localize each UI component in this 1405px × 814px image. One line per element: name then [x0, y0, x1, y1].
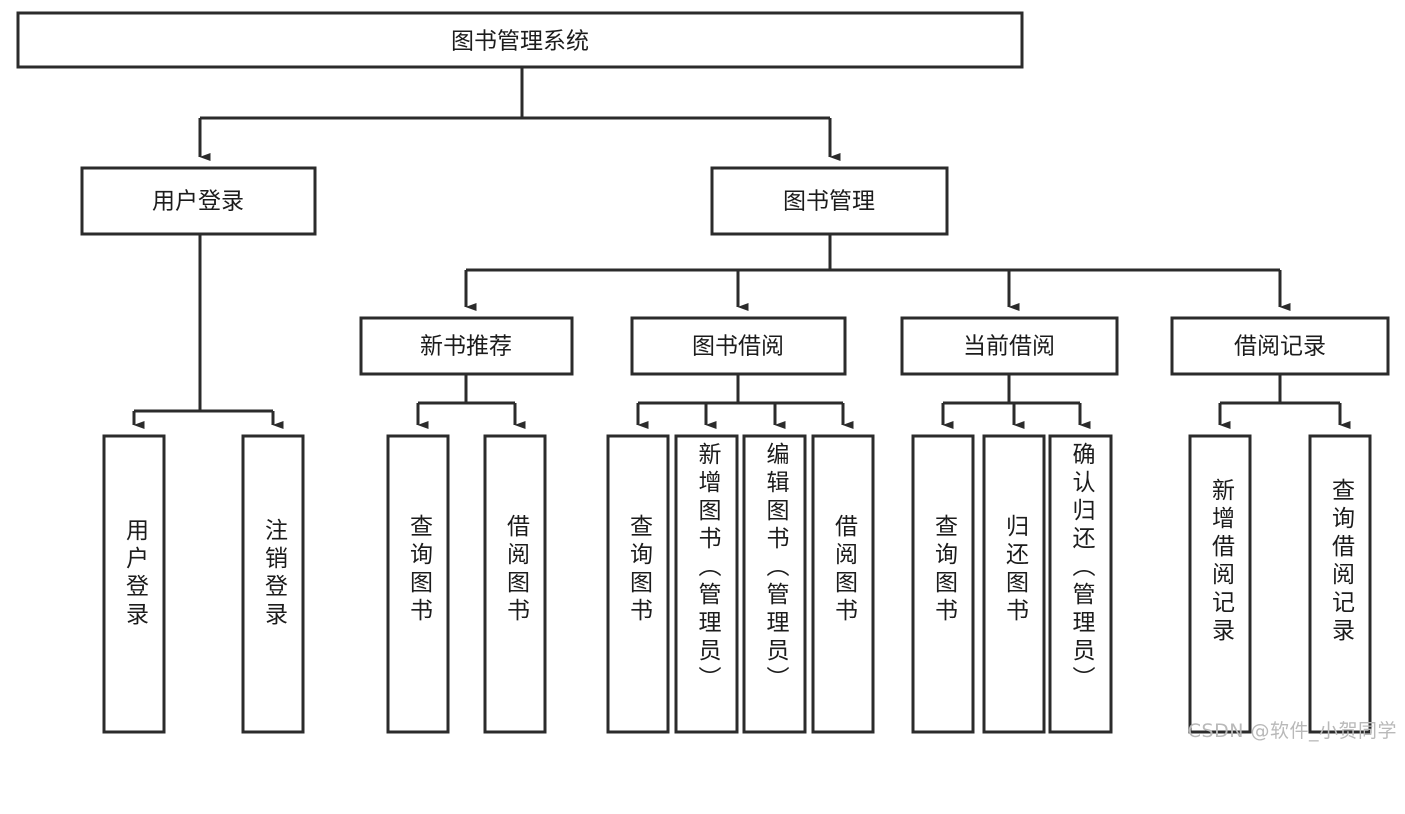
- node-borrow-record-rect[interactable]: [1170, 316, 1390, 376]
- leaf-borrow-book-rect[interactable]: [811, 434, 875, 734]
- leaf-add-book-rect[interactable]: [674, 434, 739, 734]
- leaf-borrow-book-recommend-rect[interactable]: [483, 434, 547, 734]
- leaf-user-login-rect[interactable]: [102, 434, 166, 734]
- tree-svg-canvas: 图书管理系统 用户登录 图书管理 新书推荐 图书借阅 当前: [16, 11, 1390, 734]
- nodes-layer: 图书管理系统 用户登录 图书管理 新书推荐 图书借阅 当前: [16, 11, 1390, 734]
- leaf-add-borrow-record-rect[interactable]: [1188, 434, 1252, 734]
- node-borrow-record[interactable]: 借阅记录: [1170, 316, 1390, 376]
- node-book-management-label: 图书管理: [783, 189, 875, 215]
- node-borrow-record-label: 借阅记录: [1234, 334, 1326, 360]
- node-current-borrow[interactable]: 当前借阅: [900, 316, 1119, 376]
- connectors-layer: [132, 67, 1351, 429]
- node-user-login-rect[interactable]: [80, 166, 317, 236]
- node-book-management-rect[interactable]: [710, 166, 949, 236]
- node-new-book-recommend-rect[interactable]: [359, 316, 574, 376]
- node-root-rect[interactable]: [16, 11, 1024, 69]
- leaf-query-borrow-record-rect[interactable]: [1308, 434, 1372, 734]
- watermark-text: CSDN @软件_小贺同学: [1187, 720, 1397, 742]
- leaf-query-book-current-rect[interactable]: [911, 434, 975, 734]
- node-new-book-recommend-label: 新书推荐: [420, 334, 512, 360]
- node-book-borrow-label: 图书借阅: [692, 334, 784, 360]
- node-root-label: 图书管理系统: [451, 29, 589, 55]
- node-user-login-label: 用户登录: [152, 189, 244, 215]
- org-chart-diagram: 图书管理系统 用户登录 图书管理 新书推荐 图书借阅 当前: [16, 11, 1397, 742]
- leaf-nodes-layer: [102, 434, 1372, 734]
- node-current-borrow-label: 当前借阅: [963, 334, 1055, 360]
- leaf-confirm-return-rect[interactable]: [1048, 434, 1113, 734]
- leaf-return-book-rect[interactable]: [982, 434, 1046, 734]
- node-book-borrow[interactable]: 图书借阅: [630, 316, 847, 376]
- leaf-edit-book-rect[interactable]: [742, 434, 807, 734]
- leaf-query-book-recommend-rect[interactable]: [386, 434, 450, 734]
- node-book-management[interactable]: 图书管理: [710, 166, 949, 236]
- node-new-book-recommend[interactable]: 新书推荐: [359, 316, 574, 376]
- leaf-query-book-borrow-rect[interactable]: [606, 434, 670, 734]
- node-user-login[interactable]: 用户登录: [80, 166, 317, 236]
- node-root[interactable]: 图书管理系统: [16, 11, 1024, 69]
- node-book-borrow-rect[interactable]: [630, 316, 847, 376]
- node-current-borrow-rect[interactable]: [900, 316, 1119, 376]
- leaf-user-logout-rect[interactable]: [241, 434, 305, 734]
